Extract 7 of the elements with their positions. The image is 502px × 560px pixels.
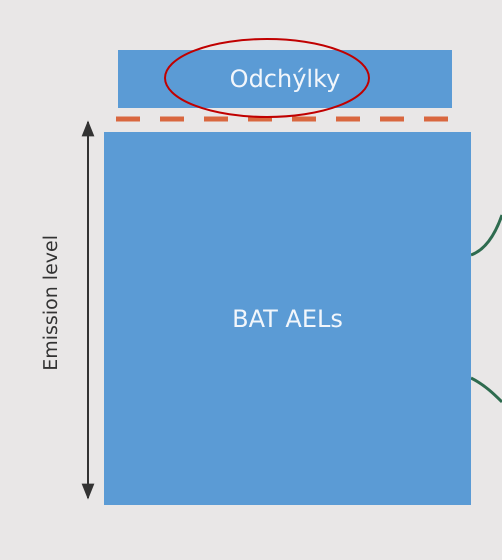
axis-label: Emission level — [40, 235, 62, 371]
connector-line — [470, 376, 502, 404]
header-box — [118, 50, 452, 108]
box-title: Odchýlky — [230, 65, 340, 93]
box-title: BAT AELs — [232, 304, 343, 332]
connector-line — [470, 214, 502, 256]
level-box — [104, 132, 471, 505]
